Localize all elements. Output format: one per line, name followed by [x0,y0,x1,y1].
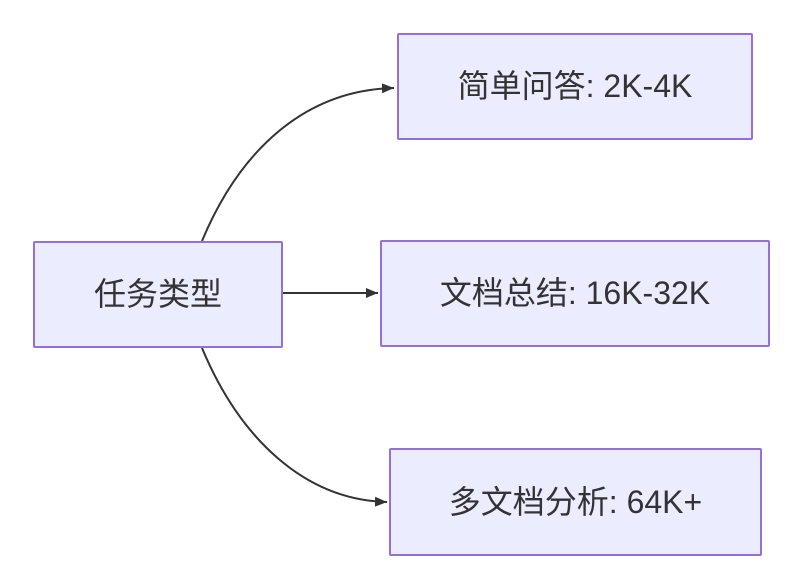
node-task-type-label: 任务类型 [93,276,222,313]
node-doc-summary: 文档总结: 16K-32K [380,240,770,347]
edge-task-type-to-multi-doc [201,347,388,507]
node-task-type: 任务类型 [33,241,283,348]
node-simple-qa-label: 简单问答: 2K-4K [457,68,693,105]
node-multi-doc-label: 多文档分析: 64K+ [448,483,703,520]
node-simple-qa: 简单问答: 2K-4K [397,33,753,140]
node-multi-doc: 多文档分析: 64K+ [389,448,762,556]
node-doc-summary-label: 文档总结: 16K-32K [439,275,711,312]
edge-task-type-to-simple-qa [201,83,395,242]
